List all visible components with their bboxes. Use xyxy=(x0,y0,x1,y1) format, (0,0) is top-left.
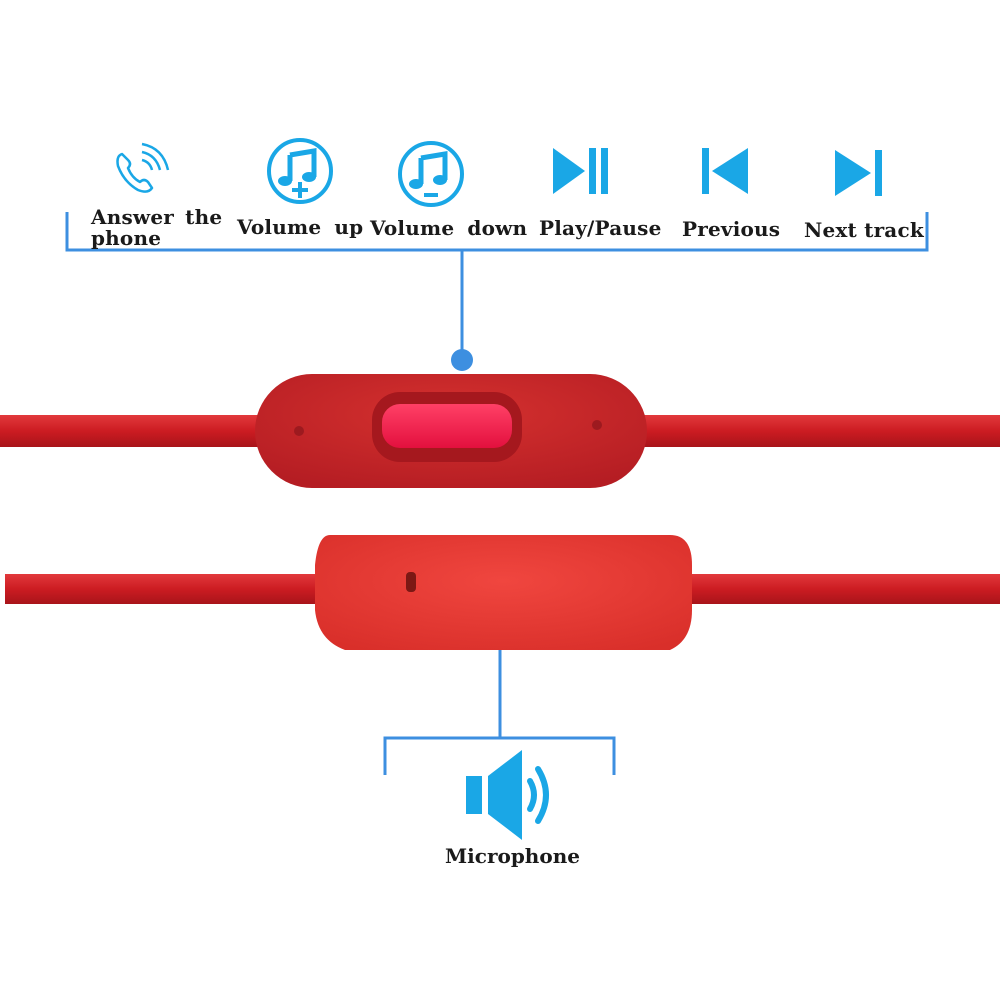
remote-dot-right xyxy=(592,420,602,430)
remote-connector-dot xyxy=(451,349,473,371)
mic-hole xyxy=(406,572,416,592)
answer-phone-label: Answer the phone xyxy=(91,207,222,249)
next-track-icon xyxy=(835,150,882,196)
mic-body xyxy=(315,535,692,650)
remote-button xyxy=(382,404,512,448)
next-track-label: Next track xyxy=(804,218,924,242)
controls-bracket xyxy=(65,212,929,252)
speaker-icon xyxy=(466,750,549,840)
mic-bracket xyxy=(383,736,616,775)
volume-up-label: Volume up xyxy=(237,215,364,239)
remote-dot-left xyxy=(294,426,304,436)
play-pause-label: Play/Pause xyxy=(539,216,662,240)
play-pause-icon xyxy=(553,148,608,194)
phone-call-icon xyxy=(116,142,170,193)
volume-down-note-icon xyxy=(398,141,464,207)
volume-up-note-icon xyxy=(267,138,333,204)
microphone-label: Microphone xyxy=(445,844,580,868)
answer-phone-label-line1: Answer the xyxy=(91,205,223,229)
previous-track-icon xyxy=(702,148,748,194)
answer-phone-label-line2: phone xyxy=(91,226,162,250)
previous-label: Previous xyxy=(682,217,781,241)
volume-down-label: Volume down xyxy=(370,216,528,240)
